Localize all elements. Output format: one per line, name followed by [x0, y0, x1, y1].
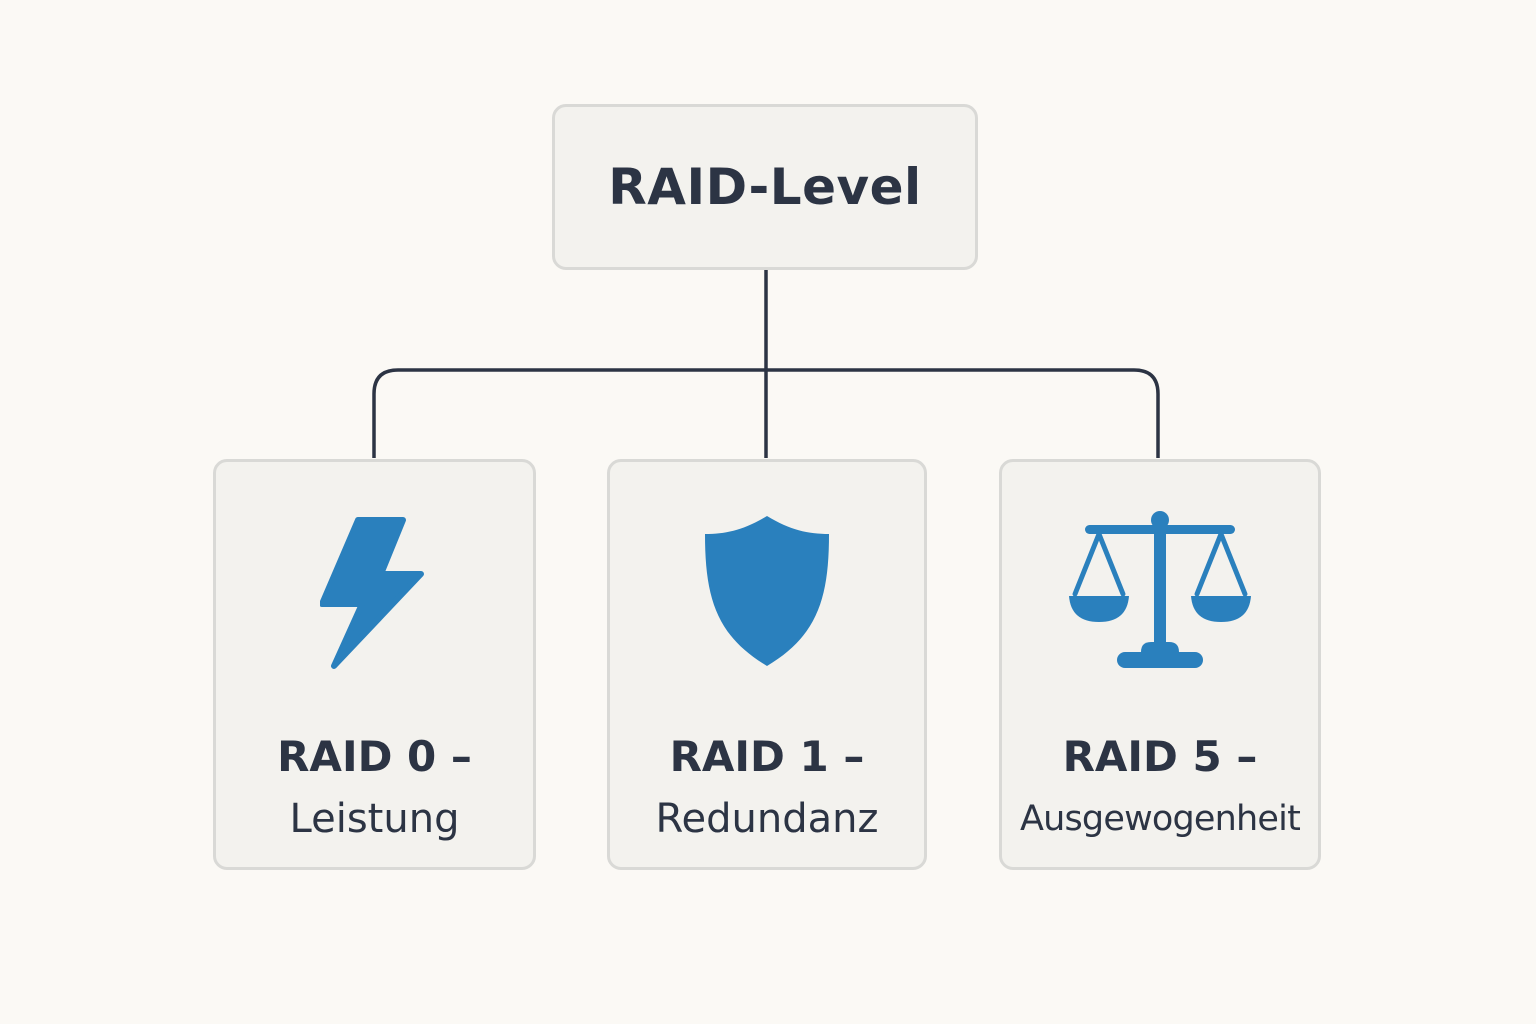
raid-5-name: RAID 5 –: [1062, 732, 1258, 781]
raid-5-node: RAID 5 – Ausgewogenheit: [999, 459, 1321, 870]
balance-scale-icon: [1065, 506, 1255, 676]
shield-icon: [672, 506, 862, 676]
raid-1-description: Redundanz: [655, 796, 879, 842]
raid-1-name: RAID 1 –: [669, 732, 865, 781]
raid-0-node: RAID 0 – Leistung: [213, 459, 536, 870]
root-title: RAID-Level: [608, 158, 922, 216]
raid-5-description: Ausgewogenheit: [1019, 799, 1301, 839]
lightning-icon: [280, 506, 470, 676]
raid-0-label: RAID 0 – Leistung: [277, 726, 472, 850]
raid-0-description: Leistung: [289, 796, 460, 842]
raid-5-label: RAID 5 – Ausgewogenheit: [1019, 726, 1301, 850]
raid-1-node: RAID 1 – Redundanz: [607, 459, 927, 870]
raid-0-name: RAID 0 –: [277, 732, 472, 781]
root-node: RAID-Level: [552, 104, 978, 270]
raid-1-label: RAID 1 – Redundanz: [656, 726, 879, 850]
